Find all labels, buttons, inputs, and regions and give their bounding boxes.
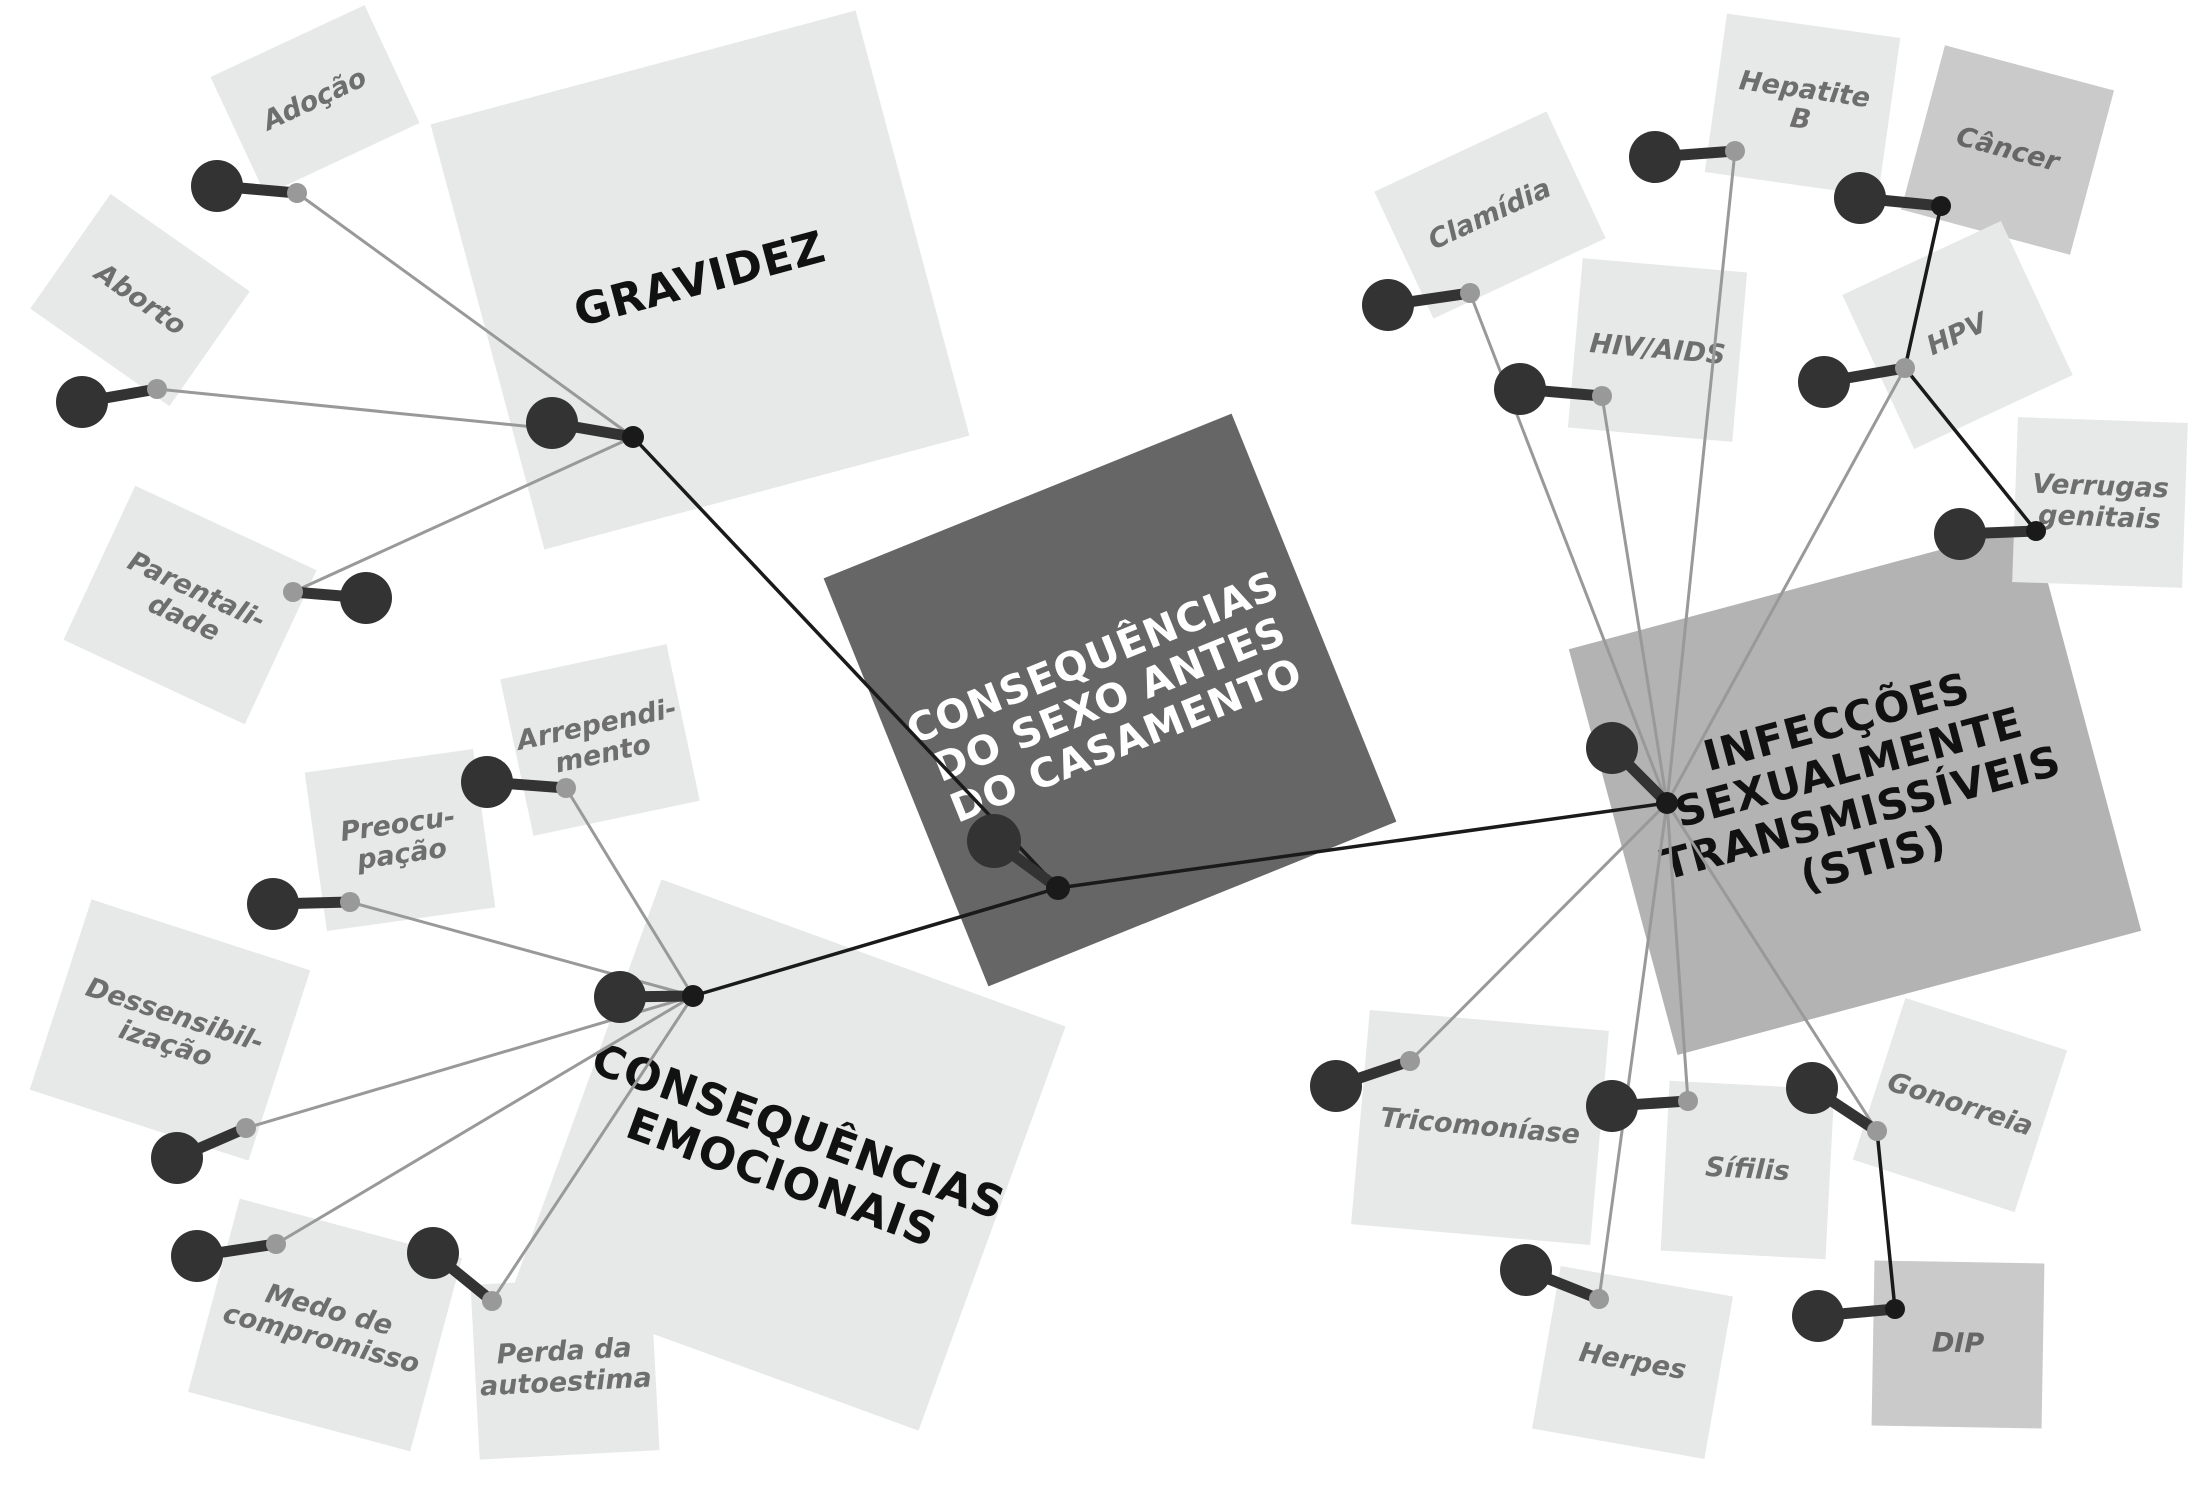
junction-stis (1656, 792, 1678, 814)
pin-head-dessensibilizacao (151, 1132, 203, 1184)
junction-preocupacao (340, 892, 360, 912)
junctions-dark (622, 196, 2046, 1319)
connector-stis-hepatite (1665, 150, 1737, 804)
junction-arrependimento (556, 778, 576, 798)
connector-stis-hiv (1600, 395, 1669, 804)
junction-gravidez (622, 426, 644, 448)
pin-head-herpes (1500, 1244, 1552, 1296)
pin-head-adocao (191, 160, 243, 212)
connector-stis-sifilis (1665, 802, 1690, 1102)
junction-cancer (1931, 196, 1951, 216)
connector-center-gravidez (631, 435, 1060, 890)
connector-emocionais-arrependimento (564, 787, 695, 997)
junction-tricomoniase (1400, 1051, 1420, 1071)
junction-hiv (1592, 386, 1612, 406)
pin-head-sifilis (1586, 1080, 1638, 1132)
junctions-grey (147, 141, 1915, 1311)
pin-head-gravidez (526, 397, 578, 449)
junction-aborto (147, 379, 167, 399)
junction-hpv (1895, 358, 1915, 378)
junction-adocao (287, 183, 307, 203)
pin-head-parentalidade (340, 572, 392, 624)
pin-head-gonorreia (1786, 1062, 1838, 1114)
connector-stis-hpv (1665, 367, 1907, 804)
junction-verrugas (2026, 521, 2046, 541)
pin-head-verrugas (1934, 508, 1986, 560)
pin-head-hepatite (1629, 131, 1681, 183)
junction-hepatite (1725, 141, 1745, 161)
pin-head-cancer (1834, 172, 1886, 224)
connector-gravidez-parentalidade (292, 435, 634, 594)
pin-head-center (967, 814, 1021, 868)
pin-head-aborto (56, 376, 108, 428)
connector-emocionais-autoestima (490, 995, 695, 1302)
junction-dessensibilizacao (236, 1118, 256, 1138)
black-connectors (631, 205, 2038, 1310)
pin-head-emocionais (594, 971, 646, 1023)
pin-sticks (76, 145, 2042, 1322)
pin-head-dip (1792, 1290, 1844, 1342)
pin-head-stis (1586, 722, 1638, 774)
pin-head-preocupacao (247, 878, 299, 930)
connector-gonorreia-dip (1875, 1130, 1897, 1310)
pin-head-arrependimento (461, 756, 513, 808)
pin-head-hpv (1798, 356, 1850, 408)
pin-head-hiv (1494, 363, 1546, 415)
junction-gonorreia (1867, 1121, 1887, 1141)
pin-head-tricomoniase (1310, 1060, 1362, 1112)
connector-emocionais-medo (275, 994, 694, 1246)
pin-head-autoestima (407, 1227, 459, 1279)
connector-hpv-verrugas (1903, 366, 2038, 533)
junction-dip (1885, 1299, 1905, 1319)
connector-stis-herpes (1597, 802, 1669, 1300)
junction-parentalidade (283, 582, 303, 602)
connector-center-emocionais (692, 886, 1059, 998)
grey-connectors (156, 150, 1907, 1302)
junction-clamidia (1460, 283, 1480, 303)
junction-emocionais (682, 985, 704, 1007)
pin-heads (56, 131, 1986, 1342)
connector-emocionais-preocupacao (349, 900, 694, 998)
junction-center (1046, 876, 1070, 900)
pin-head-clamidia (1362, 279, 1414, 331)
junction-herpes (1589, 1289, 1609, 1309)
connector-stis-clamidia (1468, 292, 1669, 804)
connector-stis-gonorreia (1665, 802, 1879, 1132)
junction-sifilis (1678, 1091, 1698, 1111)
junction-autoestima (482, 1291, 502, 1311)
connector-stis-tricomoniase (1408, 801, 1669, 1063)
connector-gravidez-adocao (296, 191, 634, 439)
junction-medo (266, 1234, 286, 1254)
connector-center-stis (1057, 801, 1668, 890)
pin-head-medo (171, 1230, 223, 1282)
connector-cancer-hpv (1903, 205, 1943, 369)
